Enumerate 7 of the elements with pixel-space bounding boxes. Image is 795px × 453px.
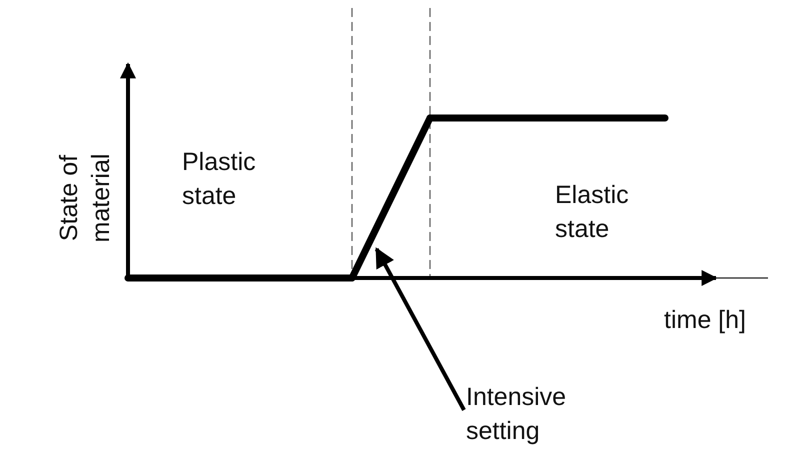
region-label: Plastic state <box>182 147 257 212</box>
callout-text: Intensive setting <box>466 380 616 448</box>
axis-label: time [h] <box>664 305 747 336</box>
region-label: Elastic state <box>555 180 630 245</box>
curve-segment <box>348 114 434 282</box>
leader-line <box>374 247 466 411</box>
axis-label: State of material <box>54 152 116 244</box>
